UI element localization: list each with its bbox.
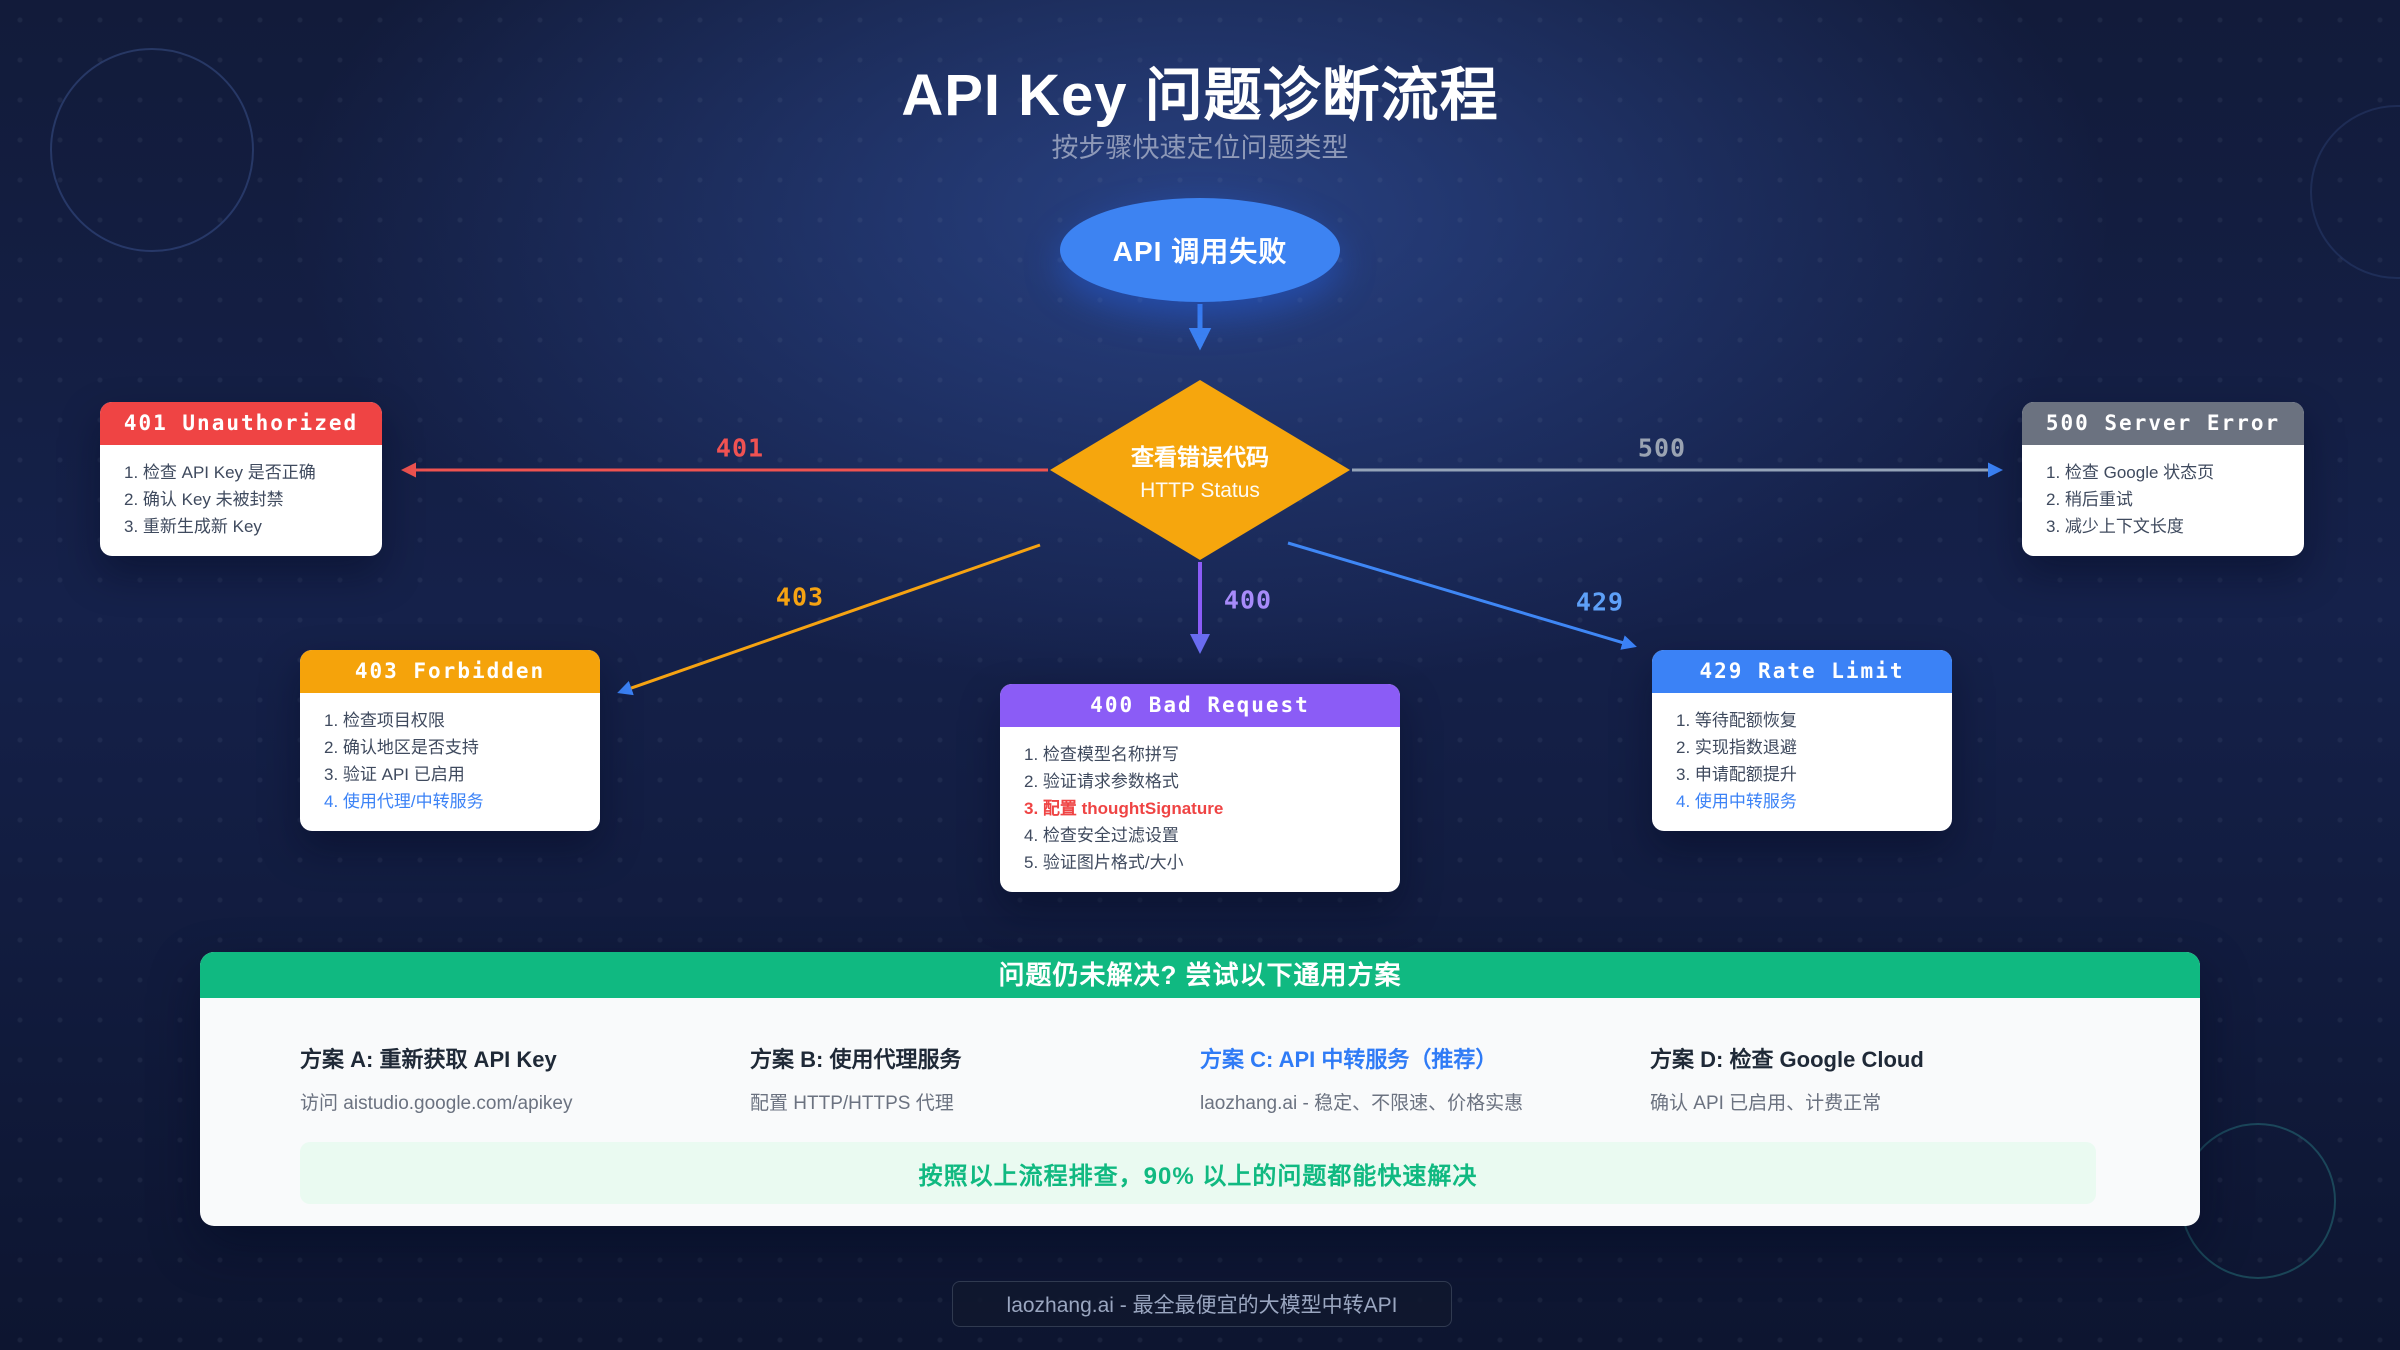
card-item: 2. 确认 Key 未被封禁 xyxy=(124,490,284,509)
card-500-list: 1. 检查 Google 状态页 2. 稍后重试 3. 减少上下文长度 xyxy=(2022,445,2304,556)
card-link-item[interactable]: 4. 使用代理/中转服务 xyxy=(324,792,484,811)
card-429-header: 429 Rate Limit xyxy=(1652,650,1952,693)
card-429-rate-limit: 429 Rate Limit 1. 等待配额恢复 2. 实现指数退避 3. 申请配额… xyxy=(1652,650,1952,831)
branch-label-401: 401 xyxy=(715,433,765,463)
solutions-panel: 问题仍未解决? 尝试以下通用方案 方案 A: 重新获取 API Key 访问 a… xyxy=(200,952,2200,1226)
card-403-forbidden: 403 Forbidden 1. 检查项目权限 2. 确认地区是否支持 3. 验证 … xyxy=(300,650,600,831)
card-403-list: 1. 检查项目权限 2. 确认地区是否支持 3. 验证 API 已启用 4. 使用代理… xyxy=(300,693,600,831)
card-item: 1. 检查 API Key 是否正确 xyxy=(124,463,316,482)
card-item: 3. 验证 API 已启用 xyxy=(324,765,465,784)
solution-d-desc: 确认 API 已启用、计费正常 xyxy=(1650,1093,1882,1114)
footer-brand-pill[interactable]: laozhang.ai - 最全最便宜的大模型中转API xyxy=(952,1281,1452,1327)
card-item: 3. 申请配额提升 xyxy=(1676,765,1797,784)
solutions-note-text: 按照以上流程排查，90% 以上的问题都能快速解决 xyxy=(918,1162,1478,1190)
card-item: 3. 配置 thoughtSignature xyxy=(1024,799,1224,818)
start-node-label: API 调用失败 xyxy=(1112,236,1288,267)
solutions-header: 问题仍未解决? 尝试以下通用方案 xyxy=(200,952,2200,998)
decision-node-title: 查看错误代码 xyxy=(1131,443,1269,470)
card-item: 1. 检查模型名称拼写 xyxy=(1024,745,1179,764)
card-item: 1. 检查项目权限 xyxy=(324,711,445,730)
branch-label-400: 400 xyxy=(1223,585,1273,615)
card-429-list: 1. 等待配额恢复 2. 实现指数退避 3. 申请配额提升 4. 使用中转服务 xyxy=(1652,693,1952,831)
decorative-circle-bottom-right xyxy=(2180,1123,2336,1279)
solution-a-title: 方案 A: 重新获取 API Key xyxy=(300,1047,557,1072)
card-403-header: 403 Forbidden xyxy=(300,650,600,693)
solution-a: 方案 A: 重新获取 API Key 访问 aistudio.google.co… xyxy=(300,1042,750,1115)
solution-c-desc: laozhang.ai - 稳定、不限速、价格实惠 xyxy=(1200,1093,1524,1114)
solution-a-desc: 访问 aistudio.google.com/apikey xyxy=(300,1093,573,1114)
card-link-item[interactable]: 4. 使用中转服务 xyxy=(1676,792,1797,811)
card-500-server-error: 500 Server Error 1. 检查 Google 状态页 2. 稍后重试… xyxy=(2022,402,2304,556)
decorative-circle-top-left xyxy=(50,48,254,252)
solution-c-title[interactable]: 方案 C: API 中转服务（推荐） xyxy=(1200,1047,1498,1072)
decision-node: 查看错误代码 HTTP Status xyxy=(1050,380,1350,560)
decision-node-subtitle: HTTP Status xyxy=(1140,478,1260,502)
page-subtitle: 按步骤快速定位问题类型 xyxy=(1051,133,1349,163)
solution-b: 方案 B: 使用代理服务 配置 HTTP/HTTPS 代理 xyxy=(750,1042,1200,1115)
card-400-header: 400 Bad Request xyxy=(1000,684,1400,727)
footer-brand-text: laozhang.ai - 最全最便宜的大模型中转API xyxy=(1006,1294,1398,1317)
card-item: 5. 验证图片格式/大小 xyxy=(1024,853,1184,872)
solutions-note-bar: 按照以上流程排查，90% 以上的问题都能快速解决 xyxy=(300,1142,2096,1204)
card-400-bad-request: 400 Bad Request 1. 检查模型名称拼写 2. 验证请求参数格式 3.… xyxy=(1000,684,1400,892)
card-400-list: 1. 检查模型名称拼写 2. 验证请求参数格式 3. 配置 thoughtSigna… xyxy=(1000,727,1400,892)
card-item: 4. 检查安全过滤设置 xyxy=(1024,826,1179,845)
solution-c-recommended[interactable]: 方案 C: API 中转服务（推荐） laozhang.ai - 稳定、不限速、… xyxy=(1200,1042,1650,1115)
card-item: 2. 确认地区是否支持 xyxy=(324,738,479,757)
arrow-403 xyxy=(617,543,1041,696)
solution-d: 方案 D: 检查 Google Cloud 确认 API 已启用、计费正常 xyxy=(1650,1042,2100,1115)
card-item: 1. 等待配额恢复 xyxy=(1676,711,1797,730)
card-401-header: 401 Unauthorized xyxy=(100,402,382,445)
solution-d-title: 方案 D: 检查 Google Cloud xyxy=(1650,1047,1924,1072)
branch-label-403: 403 xyxy=(775,582,825,612)
solution-b-title: 方案 B: 使用代理服务 xyxy=(750,1047,962,1072)
solutions-columns: 方案 A: 重新获取 API Key 访问 aistudio.google.co… xyxy=(300,1042,2100,1115)
card-item: 2. 验证请求参数格式 xyxy=(1024,772,1179,791)
card-item: 3. 减少上下文长度 xyxy=(2046,517,2184,536)
card-401-list: 1. 检查 API Key 是否正确 2. 确认 Key 未被封禁 3. 重新生成新… xyxy=(100,445,382,556)
card-item: 2. 稍后重试 xyxy=(2046,490,2133,509)
card-500-header: 500 Server Error xyxy=(2022,402,2304,445)
card-item: 1. 检查 Google 状态页 xyxy=(2046,463,2215,482)
card-item: 3. 重新生成新 Key xyxy=(124,517,262,536)
branch-label-429: 429 xyxy=(1575,587,1625,617)
branch-label-500: 500 xyxy=(1637,433,1687,463)
start-node: API 调用失败 xyxy=(1060,198,1340,302)
page-title: API Key 问题诊断流程 xyxy=(901,63,1499,128)
solution-b-desc: 配置 HTTP/HTTPS 代理 xyxy=(750,1093,954,1114)
card-item: 2. 实现指数退避 xyxy=(1676,738,1797,757)
card-401-unauthorized: 401 Unauthorized 1. 检查 API Key 是否正确 2. 确认… xyxy=(100,402,382,556)
